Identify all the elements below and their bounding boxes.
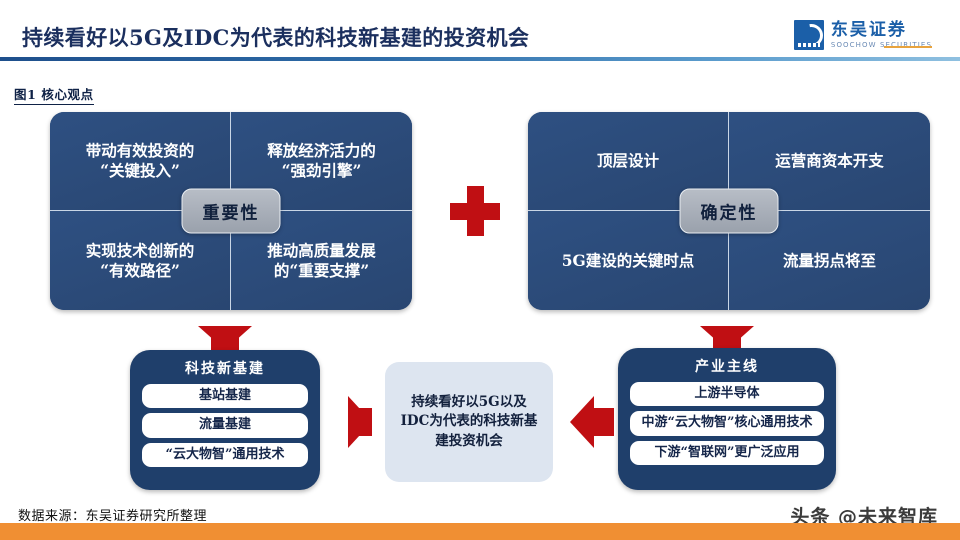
quadrant-hub-label: 重要性	[181, 188, 281, 234]
brand-name-en: SOOCHOW SECURITIES	[830, 40, 932, 49]
certainty-quadrant-panel: 顶层设计 运营商资本开支 5G建设的关键时点 流量拐点将至 确定性	[528, 112, 930, 310]
source-note: 数据来源：东吴证券研究所整理	[18, 509, 208, 524]
brand-name-cn: 东吴证券	[830, 19, 907, 40]
brand-logo: 东吴证券 SOOCHOW SECURITIES	[793, 19, 932, 50]
list-item: “云大物智”通用技术	[142, 442, 308, 467]
plus-icon	[450, 186, 500, 236]
industry-mainline-box: 产业主线 上游半导体 中游“云大物智”核心通用技术 下游“智联网”更广泛应用	[618, 348, 836, 490]
watermark: 头条 @未来智库	[790, 506, 938, 528]
arrow-down-icon-right	[700, 326, 754, 350]
list-item: 上游半导体	[630, 382, 824, 407]
page-title: 持续看好以5G及IDC为代表的科技新基建的投资机会	[22, 25, 530, 50]
importance-cell-grid: 带动有效投资的“关键投入” 释放经济活力的“强劲引擎” 实现技术创新的“有效路径…	[50, 112, 412, 310]
plus-icon-bar-vertical	[467, 186, 484, 236]
quadrant-hub-label: 确定性	[679, 188, 779, 234]
box-title: 产业主线	[695, 359, 759, 375]
list-item: 基站基建	[142, 384, 308, 409]
arrow-stem	[713, 334, 741, 350]
arrow-down-icon-left	[198, 326, 252, 350]
quadrant-cell: 带动有效投资的“关键投入”	[50, 112, 231, 211]
certainty-cell-grid: 顶层设计 运营商资本开支 5G建设的关键时点 流量拐点将至	[528, 112, 930, 310]
list-item: 中游“云大物智”核心通用技术	[630, 411, 824, 436]
box-title: 科技新基建	[185, 361, 265, 377]
arrow-right-icon	[348, 396, 372, 448]
arrow-stem	[352, 408, 372, 436]
tech-infrastructure-box: 科技新基建 基站基建 流量基建 “云大物智”通用技术	[130, 350, 320, 490]
brand-logo-text: 东吴证券 SOOCHOW SECURITIES	[830, 19, 932, 49]
list-item: 流量基建	[142, 413, 308, 438]
quadrant-cell: 推动高质量发展的“重要支撑”	[231, 211, 412, 310]
importance-quadrant-panel: 带动有效投资的“关键投入” 释放经济活力的“强劲引擎” 实现技术创新的“有效路径…	[50, 112, 412, 310]
soochow-logo-icon	[793, 20, 824, 50]
arrow-stem	[211, 334, 239, 350]
bottom-accent-bar	[0, 523, 960, 540]
conclusion-box: 持续看好以5G以及IDC为代表的科技新基建投资机会	[385, 362, 553, 482]
brand-logo-underline	[884, 46, 932, 48]
arrow-stem	[594, 408, 614, 436]
list-item: 下游“智联网”更广泛应用	[630, 440, 824, 465]
title-divider	[0, 57, 960, 61]
arrow-left-icon	[570, 396, 614, 448]
figure-caption: 图1 核心观点	[14, 84, 94, 105]
